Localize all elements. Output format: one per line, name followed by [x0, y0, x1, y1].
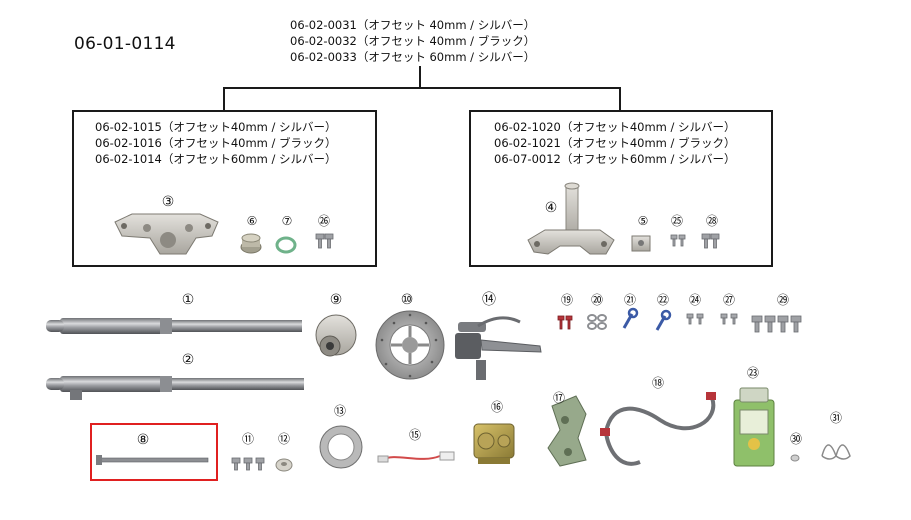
- part-number-19: ⑲: [560, 293, 573, 307]
- part-number-7: ⑦: [281, 214, 293, 228]
- left-box-variant-list: 06-02-1015（オフセット40mm / シルバー） 06-02-1016（…: [95, 119, 337, 167]
- brake-disc-part-10: [375, 310, 445, 380]
- set-number: 06-01-0114: [74, 34, 176, 54]
- axle-part-8: [96, 455, 209, 465]
- part-number-17: ⑰: [552, 391, 565, 405]
- top-variant-1: 06-02-0031（オフセット 40mm / シルバー）: [290, 18, 536, 32]
- banjo-part-21: [622, 307, 639, 329]
- top-variant-2: 06-02-0032（オフセット 40mm / ブラック）: [290, 34, 536, 48]
- bolts-part-11: [231, 457, 265, 471]
- part-number-23: ㉓: [746, 366, 759, 380]
- part-number-2: ②: [181, 352, 195, 368]
- part-number-29: ㉙: [776, 293, 789, 307]
- collar-part-6: [240, 233, 262, 254]
- caliper-part-16: [473, 423, 515, 464]
- right-variant-1: 06-02-1020（オフセット40mm / シルバー）: [494, 120, 736, 134]
- right-box-variant-list: 06-02-1020（オフセット40mm / シルバー） 06-02-1021（…: [494, 119, 736, 167]
- part-number-31: ㉛: [829, 411, 842, 425]
- bolts-part-29: [751, 315, 802, 333]
- part-number-15: ⑮: [408, 428, 421, 442]
- part-number-8: ⑧: [136, 432, 150, 448]
- part-number-30: ㉚: [789, 432, 802, 446]
- part-number-25: ㉕: [670, 214, 683, 228]
- part-number-18: ⑱: [651, 376, 664, 390]
- caliper-bracket-part-17: [547, 395, 587, 467]
- banjo-part-22: [655, 309, 672, 331]
- part-number-5: ⑤: [637, 214, 649, 228]
- bolts-part-27: [720, 313, 738, 325]
- part-number-12: ⑫: [277, 432, 290, 446]
- bolts-part-28: [701, 233, 720, 249]
- part-number-4: ④: [544, 200, 558, 216]
- fork-leg-1: [46, 318, 302, 334]
- part-number-28: ㉘: [705, 214, 718, 228]
- master-cylinder-part-14: [455, 316, 542, 380]
- top-bridge-part: [114, 213, 219, 255]
- bolts-part-26: [315, 233, 334, 249]
- part-number-21: ㉑: [623, 293, 636, 307]
- part-number-22: ㉒: [656, 293, 669, 307]
- part-number-13: ⑬: [333, 404, 346, 418]
- part-number-16: ⑯: [490, 400, 503, 414]
- bolts-part-25: [670, 234, 686, 247]
- right-variant-3: 06-07-0012（オフセット60mm / シルバー）: [494, 152, 736, 166]
- top-variant-3: 06-02-0033（オフセット 60mm / シルバー）: [290, 50, 536, 64]
- brake-hose-part-18: [600, 392, 716, 466]
- washer-part-30: [790, 454, 800, 462]
- left-variant-1: 06-02-1015（オフセット40mm / シルバー）: [95, 120, 337, 134]
- part-number-26: ㉖: [317, 214, 330, 228]
- part-number-6: ⑥: [246, 214, 258, 228]
- washers-part-20: [587, 314, 607, 330]
- hub-part-9: [315, 314, 357, 357]
- fork-leg-2: [46, 376, 304, 400]
- tree-connector: [223, 66, 621, 111]
- right-variant-2: 06-02-1021（オフセット40mm / ブラック）: [494, 136, 736, 150]
- bottom-bridge-part: [527, 182, 615, 255]
- oring-part-7: [275, 236, 297, 254]
- wire-part-15: [377, 451, 455, 463]
- part-number-27: ㉗: [722, 293, 735, 307]
- spacer-part-12: [275, 458, 293, 472]
- part-number-11: ⑪: [241, 432, 254, 446]
- clips-part-31: [821, 444, 851, 460]
- brake-fluid-part-23: [733, 387, 775, 467]
- bolts-part-19: [557, 315, 573, 330]
- part-number-1: ①: [181, 292, 195, 308]
- clamp-part-5: [631, 235, 651, 252]
- part-number-24: ㉔: [688, 293, 701, 307]
- left-variant-2: 06-02-1016（オフセット40mm / ブラック）: [95, 136, 337, 150]
- part-number-20: ⑳: [590, 293, 603, 307]
- top-variant-list: 06-02-0031（オフセット 40mm / シルバー） 06-02-0032…: [290, 17, 535, 65]
- left-variant-3: 06-02-1014（オフセット60mm / シルバー）: [95, 152, 337, 166]
- part-number-14: ⑭: [482, 292, 496, 308]
- disc-ring-part-13: [319, 425, 363, 469]
- part-number-9: ⑨: [329, 292, 343, 308]
- bolts-part-24: [686, 313, 704, 325]
- part-number-10: ⑩: [400, 292, 414, 308]
- part-number-3: ③: [161, 194, 175, 210]
- highlight-part-8: [90, 423, 218, 481]
